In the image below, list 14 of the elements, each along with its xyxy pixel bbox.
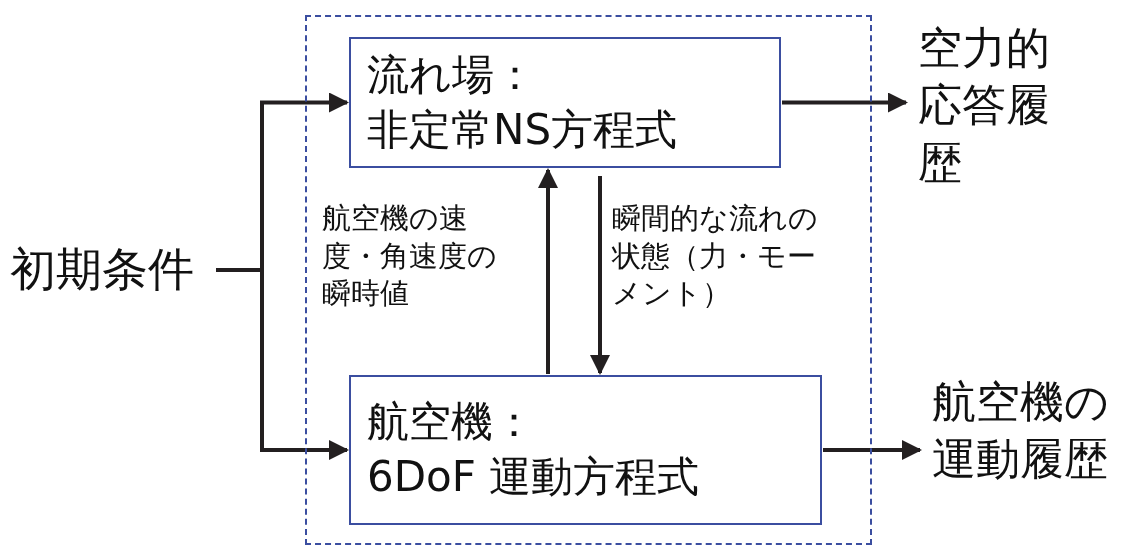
arrow bbox=[823, 440, 922, 460]
box-heading: 流れ場： bbox=[367, 48, 537, 101]
box-text: 6DoF 運動方程式 bbox=[367, 451, 701, 503]
arrow bbox=[216, 268, 349, 460]
box-heading: 航空機： bbox=[367, 396, 536, 449]
box-text: 非定常NS方程式 bbox=[367, 103, 679, 156]
node-text: 初期条件 bbox=[10, 241, 195, 299]
arrow bbox=[590, 176, 610, 375]
process-box bbox=[349, 37, 781, 168]
arrow bbox=[538, 168, 558, 374]
node-text: 空力的応答履歴 bbox=[918, 21, 1051, 190]
node-text: 航空機の運動履歴 bbox=[932, 374, 1110, 486]
process-box bbox=[349, 375, 822, 525]
arrow bbox=[782, 92, 908, 113]
